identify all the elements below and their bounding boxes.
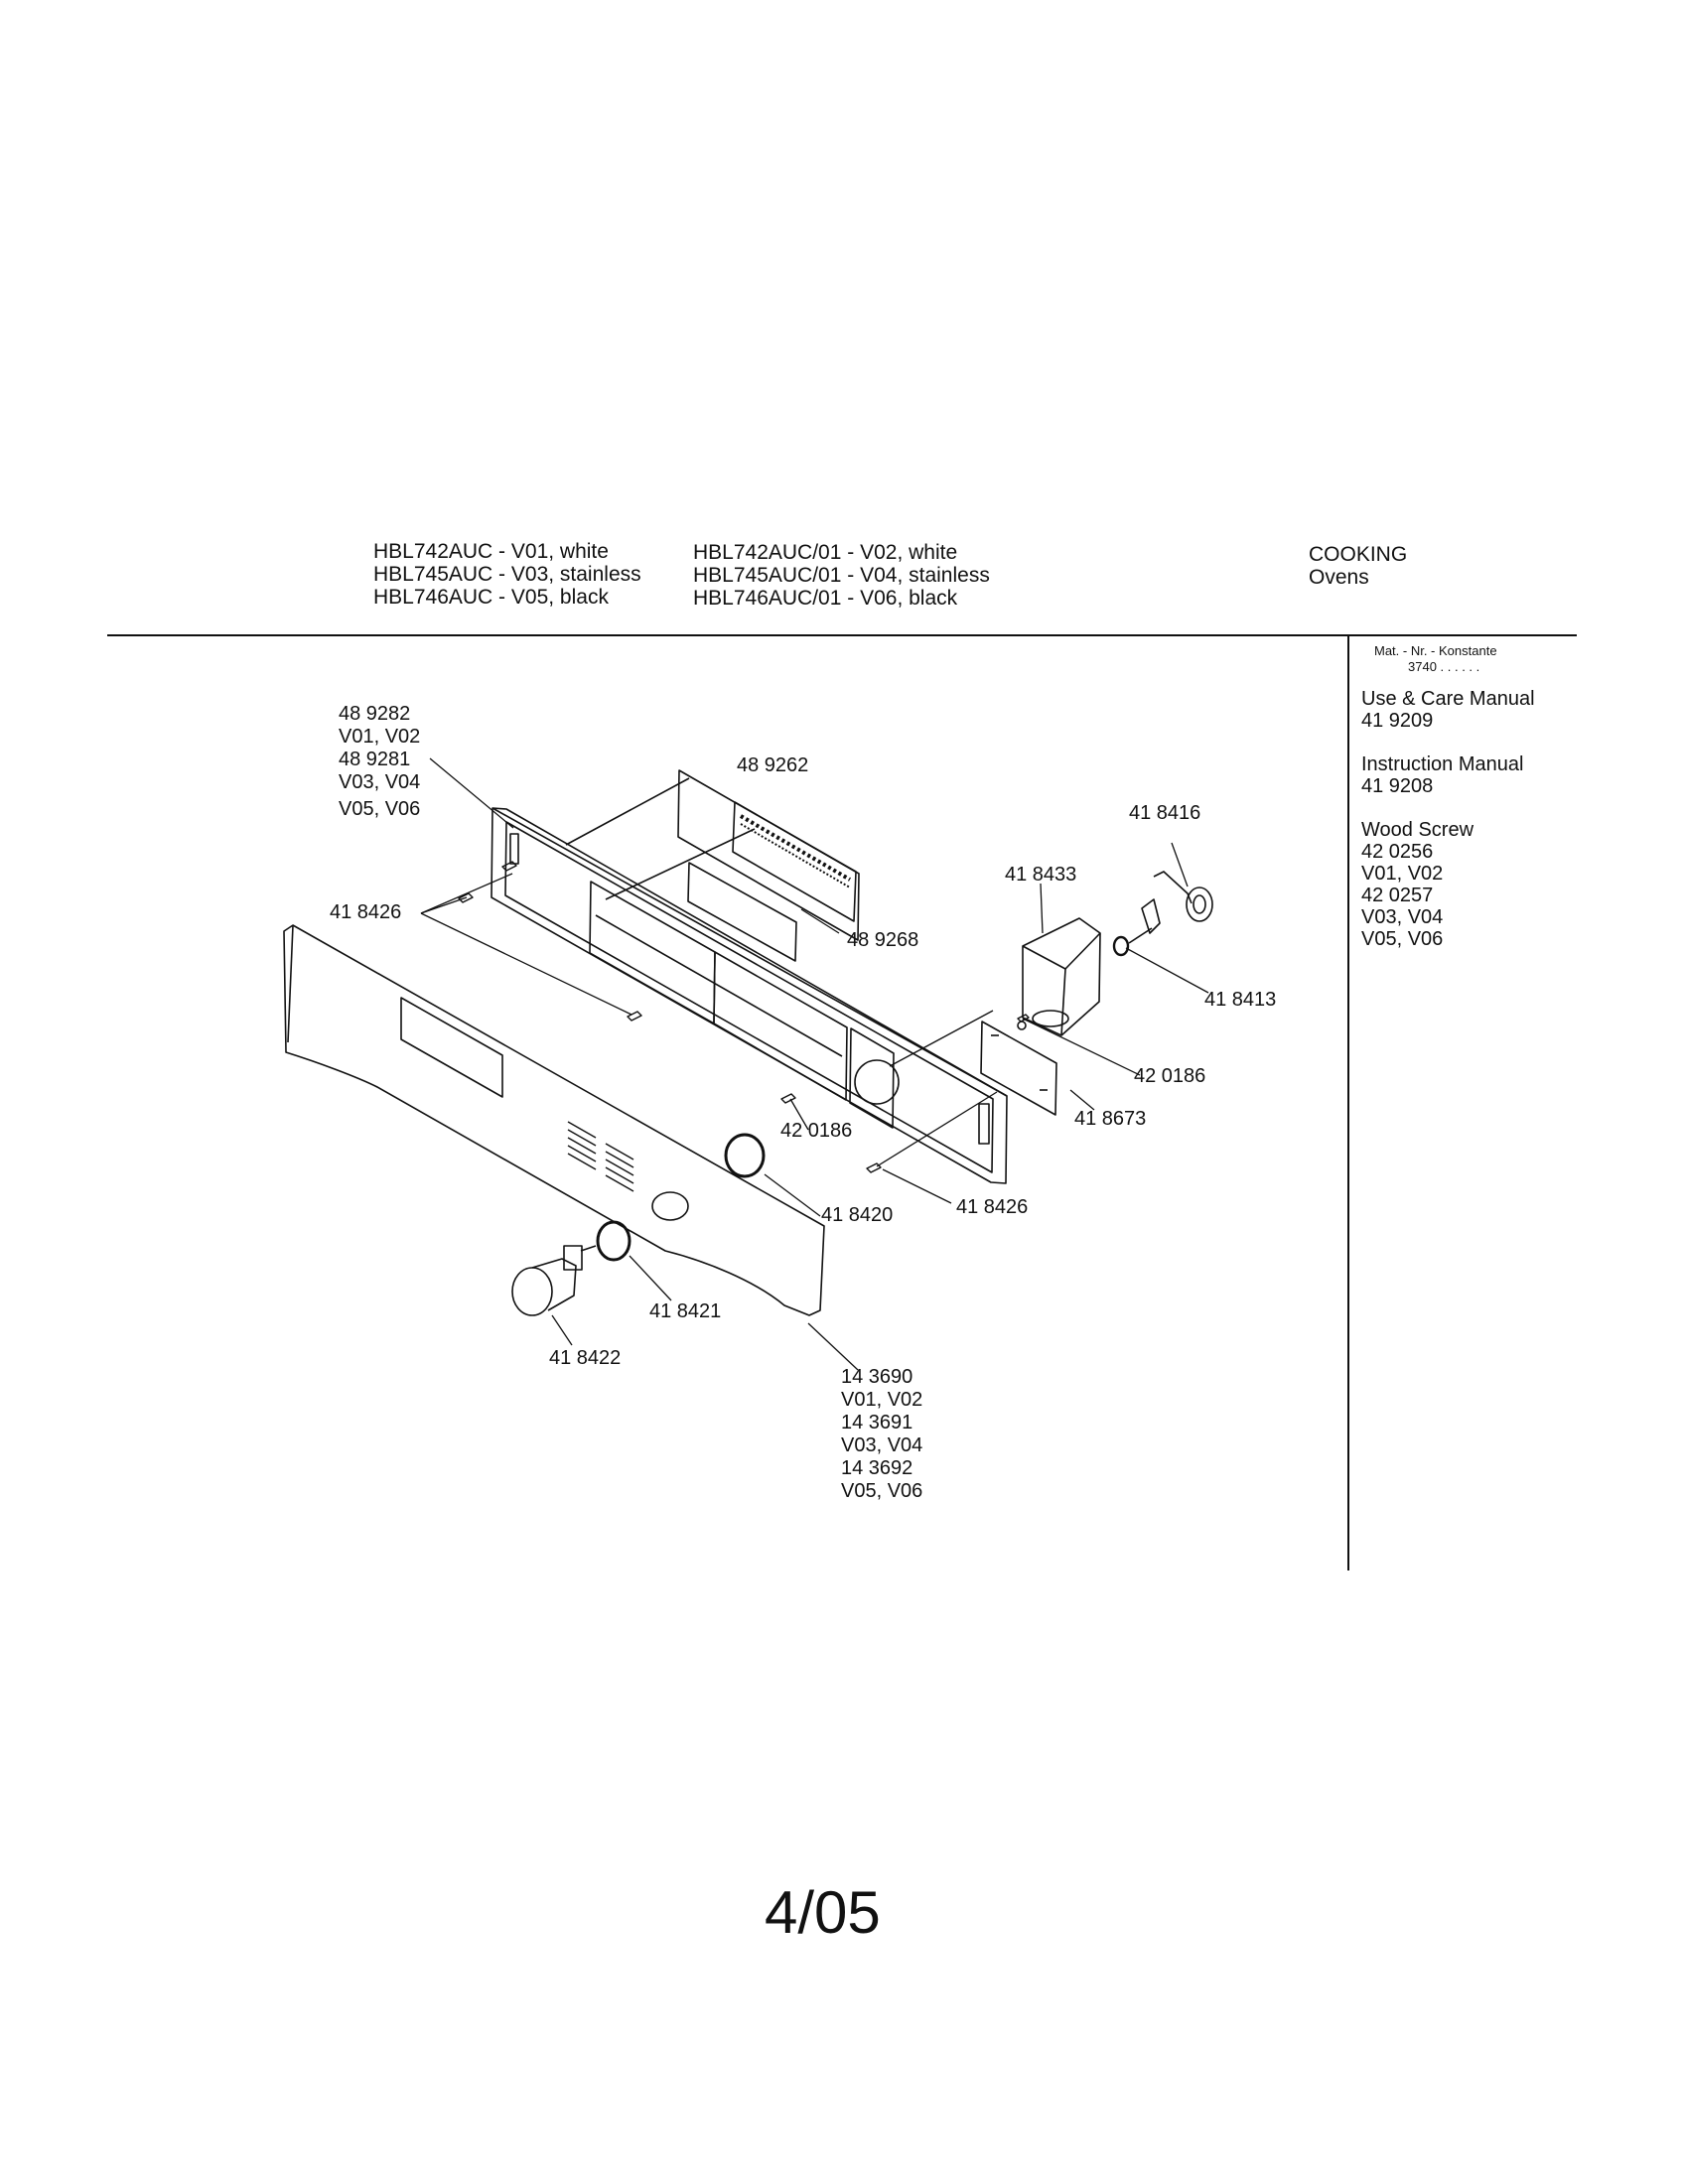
mounting-plate xyxy=(980,1021,1057,1116)
spring-label: 41 8413 xyxy=(1204,989,1277,1011)
item-value: 41 9208 xyxy=(1361,775,1434,797)
use-care-manual: Use & Care Manual 41 9209 xyxy=(1361,688,1535,732)
control-knob xyxy=(511,1245,597,1316)
part-number: 14 3691 xyxy=(841,1412,913,1433)
item-value: V05, V06 xyxy=(1361,928,1444,950)
item-value: V03, V04 xyxy=(1361,906,1444,928)
header-rule xyxy=(107,634,1577,636)
window-label: 48 9268 xyxy=(847,929,919,951)
screw-mid-label: 42 0186 xyxy=(780,1120,853,1142)
screw-set xyxy=(458,861,1030,1173)
model-line: HBL745AUC/01 - V04, stainless xyxy=(693,564,990,587)
ring-large xyxy=(724,1133,766,1178)
item-title: Wood Screw xyxy=(1361,819,1474,841)
model-list-right: HBL742AUC/01 - V02, white HBL745AUC/01 -… xyxy=(693,541,990,610)
ring-large-label: 41 8420 xyxy=(821,1204,894,1226)
mat-value: 3740 . . . . . . xyxy=(1408,659,1480,674)
part-number: 48 9281 xyxy=(339,749,411,770)
side-panel-divider xyxy=(1347,636,1349,1570)
model-line: HBL742AUC/01 - V02, white xyxy=(693,541,958,564)
rear-frame xyxy=(491,807,1008,1184)
item-title: Use & Care Manual xyxy=(1361,688,1535,710)
board-label: 48 9262 xyxy=(737,754,809,776)
model-line: HBL746AUC/01 - V06, black xyxy=(693,587,958,610)
variant: V05, V06 xyxy=(841,1480,923,1502)
selector-bracket xyxy=(1022,917,1101,1036)
category-line: Ovens xyxy=(1309,566,1369,589)
plate-label: 41 8673 xyxy=(1074,1108,1147,1130)
item-title: Instruction Manual xyxy=(1361,753,1524,775)
item-value: 42 0256 xyxy=(1361,841,1434,863)
model-line: HBL746AUC - V05, black xyxy=(373,586,609,609)
mat-title: Mat. - Nr. - Konstante xyxy=(1374,643,1497,658)
model-line: HBL745AUC - V03, stainless xyxy=(373,563,641,586)
model-line: HBL742AUC - V01, white xyxy=(373,540,609,563)
display-window xyxy=(687,862,797,962)
panel-label: 14 3690 V01, V02 14 3691 V03, V04 14 369… xyxy=(841,1366,922,1503)
ring-small-label: 41 8421 xyxy=(649,1300,722,1322)
instruction-manual: Instruction Manual 41 9208 xyxy=(1361,753,1523,797)
item-value: 42 0257 xyxy=(1361,885,1434,906)
selector-switch xyxy=(1141,871,1213,934)
screw-bottom-label: 41 8426 xyxy=(956,1196,1029,1218)
control-board xyxy=(677,769,860,941)
screw-right-label: 42 0186 xyxy=(1134,1065,1206,1087)
ring-small xyxy=(596,1220,632,1262)
variant: V05, V06 xyxy=(339,798,421,820)
knob-label: 41 8422 xyxy=(549,1347,622,1369)
part-number: 48 9282 xyxy=(339,703,411,725)
item-value: V01, V02 xyxy=(1361,863,1444,885)
variant: V03, V04 xyxy=(339,771,421,793)
front-control-panel xyxy=(283,924,825,1316)
coupling xyxy=(1112,935,1130,957)
part-number: 14 3690 xyxy=(841,1366,913,1388)
screws-left-label: 41 8426 xyxy=(330,901,402,923)
model-list-left: HBL742AUC - V01, white HBL745AUC - V03, … xyxy=(373,540,641,609)
variant: V01, V02 xyxy=(339,726,421,748)
part-number: 14 3692 xyxy=(841,1457,913,1479)
variant: V01, V02 xyxy=(841,1389,923,1411)
item-value: 41 9209 xyxy=(1361,710,1434,732)
variant: V03, V04 xyxy=(841,1434,923,1456)
category-line: COOKING xyxy=(1309,543,1408,566)
page-number: 4/05 xyxy=(765,1879,881,1946)
bracket-label: 41 8433 xyxy=(1005,864,1077,886)
selector-label: 41 8416 xyxy=(1129,802,1201,824)
wood-screw: Wood Screw 42 0256 V01, V02 42 0257 V03,… xyxy=(1361,819,1474,950)
frame-label: 48 9282 V01, V02 48 9281 V03, V04 V05, V… xyxy=(339,703,420,821)
category-label: COOKING Ovens xyxy=(1309,543,1407,589)
